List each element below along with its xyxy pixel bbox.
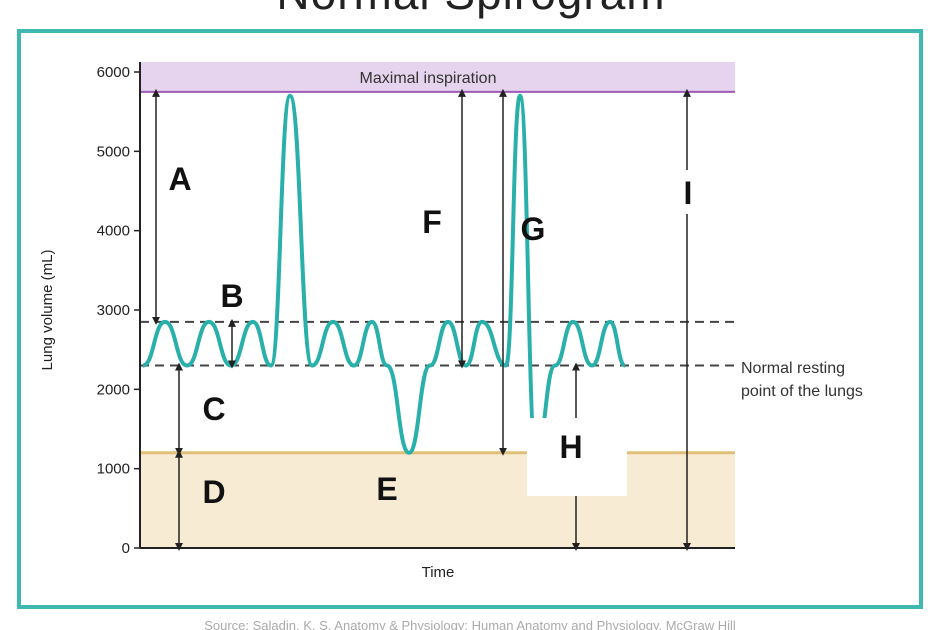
y-tick-label-4000: 4000 (97, 223, 130, 240)
volume-letter-g: G (521, 211, 546, 247)
maximal-inspiration-label: Maximal inspiration (360, 70, 497, 87)
y-tick-label-6000: 6000 (97, 64, 130, 81)
volume-letter-b: B (220, 278, 243, 314)
y-tick-label-2000: 2000 (97, 381, 130, 398)
y-tick-label-5000: 5000 (97, 143, 130, 160)
i-label-gap (670, 170, 720, 214)
x-axis-label: Time (422, 564, 455, 581)
residual-volume-band (140, 453, 735, 548)
volume-letter-f: F (422, 204, 442, 240)
y-axis-label: Lung volume (mL) (39, 250, 56, 371)
volume-letter-a: A (168, 161, 191, 197)
resting-point-label-line1: Normal resting (741, 360, 845, 377)
volume-letter-d: D (202, 474, 225, 510)
volume-letter-h: H (559, 429, 582, 465)
volume-letter-e: E (376, 471, 397, 507)
source-citation: Source: Saladin, K. S. Anatomy & Physiol… (60, 618, 880, 630)
volume-letter-c: C (202, 391, 225, 427)
y-tick-label-0: 0 (122, 540, 130, 557)
resting-point-label-line2: point of the lungs (741, 383, 863, 400)
y-tick-label-3000: 3000 (97, 302, 130, 319)
volume-letter-i: I (684, 175, 693, 211)
y-tick-label-1000: 1000 (97, 461, 130, 478)
